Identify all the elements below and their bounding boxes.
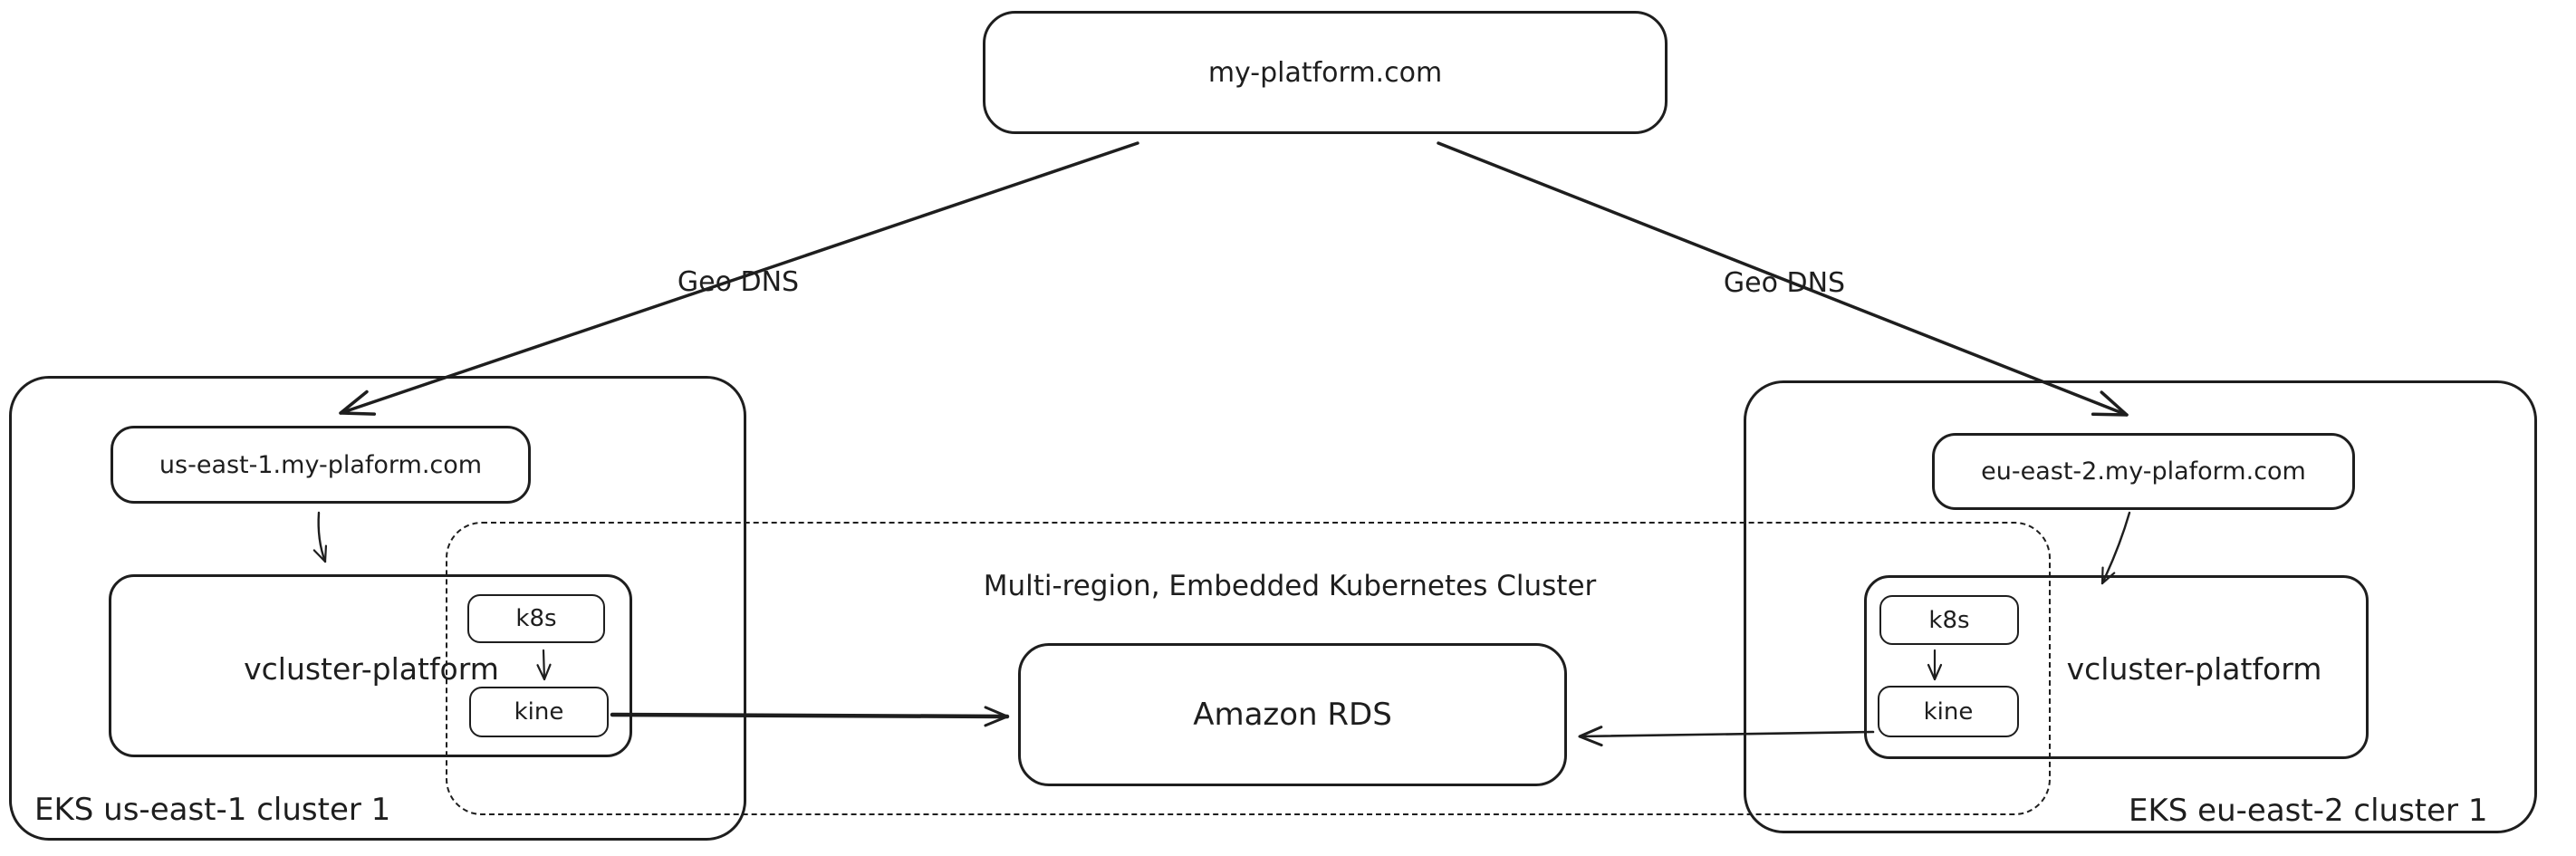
node-dns-eu-east-2: eu-east-2.my-plaform.com (1932, 433, 2355, 510)
node-kine-right-label: kine (1923, 697, 1974, 726)
node-dns-eu-east-2-label: eu-east-2.my-plaform.com (1981, 457, 2306, 486)
node-k8s-left-label: k8s (515, 605, 557, 632)
node-amazon-rds-label: Amazon RDS (1193, 697, 1392, 733)
group-eks-eu-east-2-label: EKS eu-east-2 cluster 1 (2129, 793, 2488, 829)
node-kine-left-label: kine (514, 698, 564, 726)
node-vcluster-platform-right-label: vcluster-platform (2066, 650, 2322, 687)
node-kine-right: kine (1878, 686, 2019, 737)
node-k8s-right-label: k8s (1928, 606, 1970, 634)
node-amazon-rds: Amazon RDS (1018, 643, 1567, 786)
node-kine-left: kine (469, 687, 609, 737)
node-root-domain: my-platform.com (983, 11, 1668, 134)
node-dns-us-east-1: us-east-1.my-plaform.com (111, 426, 531, 504)
node-k8s-right: k8s (1879, 595, 2019, 645)
node-k8s-left: k8s (467, 594, 605, 643)
node-root-domain-label: my-platform.com (1207, 56, 1443, 89)
node-vcluster-platform-left-label: vcluster-platform (244, 650, 499, 687)
edge-label-geo-dns-right: Geo DNS (1723, 266, 1846, 299)
node-dns-us-east-1-label: us-east-1.my-plaform.com (159, 450, 483, 479)
edge-label-geo-dns-left: Geo DNS (677, 265, 800, 298)
group-eks-us-east-1-label: EKS us-east-1 cluster 1 (34, 792, 391, 828)
group-multi-region-title: Multi-region, Embedded Kubernetes Cluste… (983, 570, 1597, 602)
